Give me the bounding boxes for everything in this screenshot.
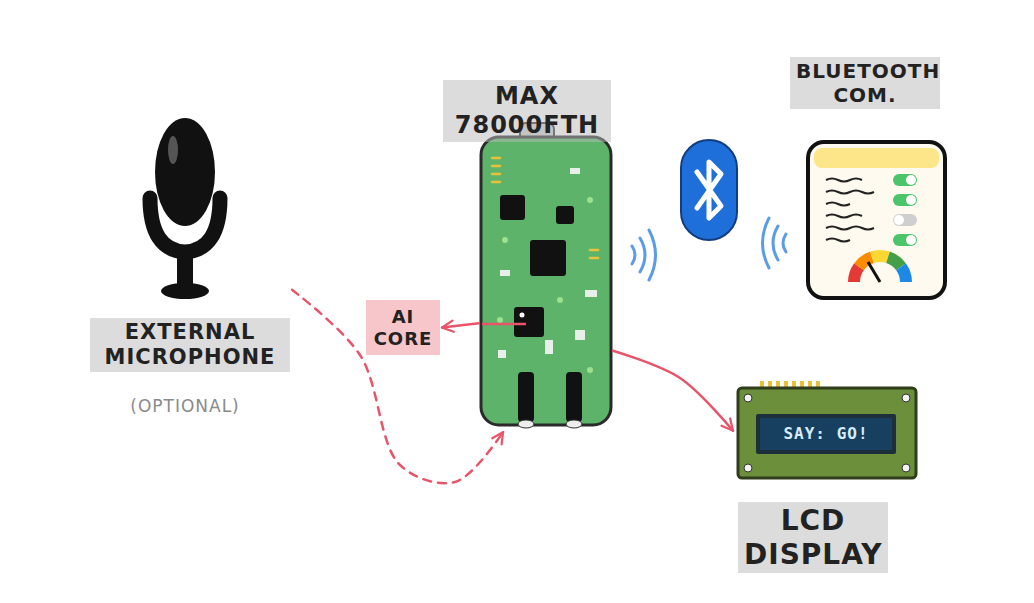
- microphone-node: EXTERNAL MICROPHONE (OPTIONAL): [90, 110, 290, 420]
- connector-arrow: [292, 290, 503, 483]
- part-label: LCD DISPLAY: [738, 502, 888, 573]
- phone-illustration: [808, 142, 945, 298]
- screen-text: SAY: GO!: [777, 422, 874, 445]
- part-label: BLUETOOTH COM.: [790, 57, 940, 109]
- radio-waves: [632, 218, 786, 280]
- board-node: MAX 78000FTH: [481, 125, 611, 430]
- lcd-illustration: [738, 381, 916, 478]
- board-illustration: [481, 123, 611, 428]
- phone-node: BLUETOOTH COM.: [790, 55, 950, 305]
- note-label: (OPTIONAL): [124, 394, 246, 418]
- part-label: EXTERNAL MICROPHONE: [90, 318, 290, 372]
- callout-label: AI CORE: [372, 306, 434, 349]
- connector-arrow: [613, 351, 733, 431]
- connector-arrow: [442, 323, 479, 327]
- lcd-node: SAY: GO! LCD DISPLAY: [735, 380, 920, 575]
- part-label: MAX 78000FTH: [443, 80, 611, 142]
- microphone-illustration: [150, 118, 220, 299]
- callout-box: AI CORE: [366, 300, 440, 355]
- bluetooth-icon: [681, 140, 737, 240]
